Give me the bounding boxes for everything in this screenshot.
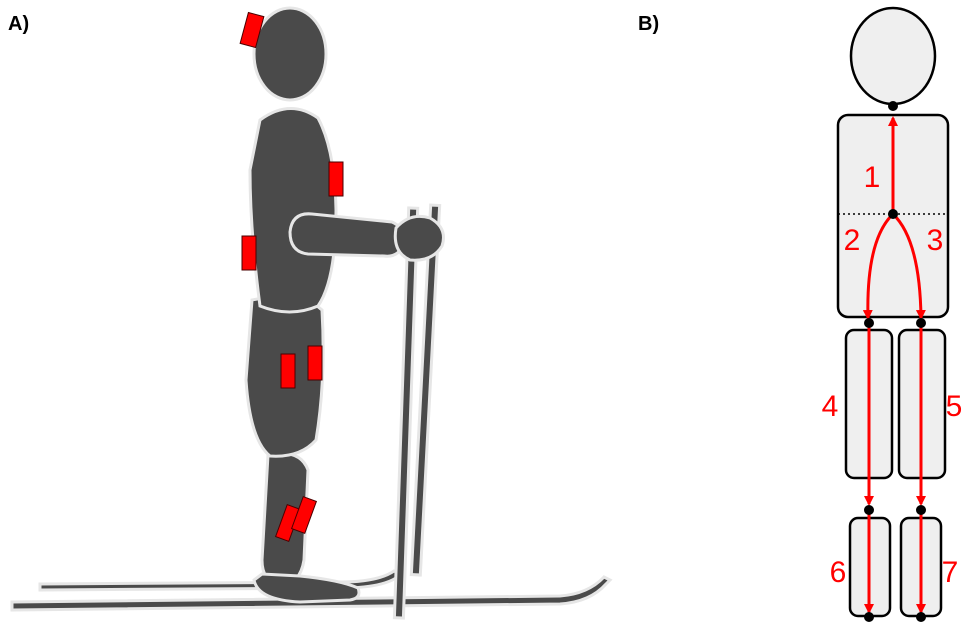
- joint-neck: [888, 101, 898, 111]
- joint-ankle-right: [916, 612, 926, 622]
- torso: [250, 108, 336, 312]
- joint-hip-right: [916, 318, 926, 328]
- upper-arm: [290, 214, 404, 256]
- panel-b-label: B): [638, 13, 659, 35]
- hand: [395, 216, 443, 260]
- ski-poles: [394, 205, 439, 618]
- panel-a: A): [8, 8, 610, 618]
- joint-knee-left: [864, 505, 874, 515]
- sensor-chest: [329, 162, 343, 196]
- segment-head: [851, 8, 935, 104]
- segment-number-3: 3: [927, 224, 944, 257]
- joint-hip-left: [864, 318, 874, 328]
- joint-torso-center: [888, 209, 898, 219]
- sensor-thigh-side: [281, 354, 295, 388]
- joint-knee-right: [916, 505, 926, 515]
- panel-b: B): [638, 8, 962, 622]
- foot: [254, 574, 359, 602]
- sensor-thigh-front: [308, 346, 322, 380]
- sensor-back: [242, 236, 256, 270]
- segment-number-2: 2: [844, 224, 861, 257]
- panel-a-label: A): [8, 13, 29, 35]
- joint-ankle-left: [864, 612, 874, 622]
- segment-number-5: 5: [946, 390, 962, 423]
- segment-number-1: 1: [864, 161, 881, 194]
- segment-number-7: 7: [942, 556, 959, 589]
- segment-number-4: 4: [822, 390, 839, 423]
- head: [254, 8, 326, 100]
- segment-number-6: 6: [830, 556, 847, 589]
